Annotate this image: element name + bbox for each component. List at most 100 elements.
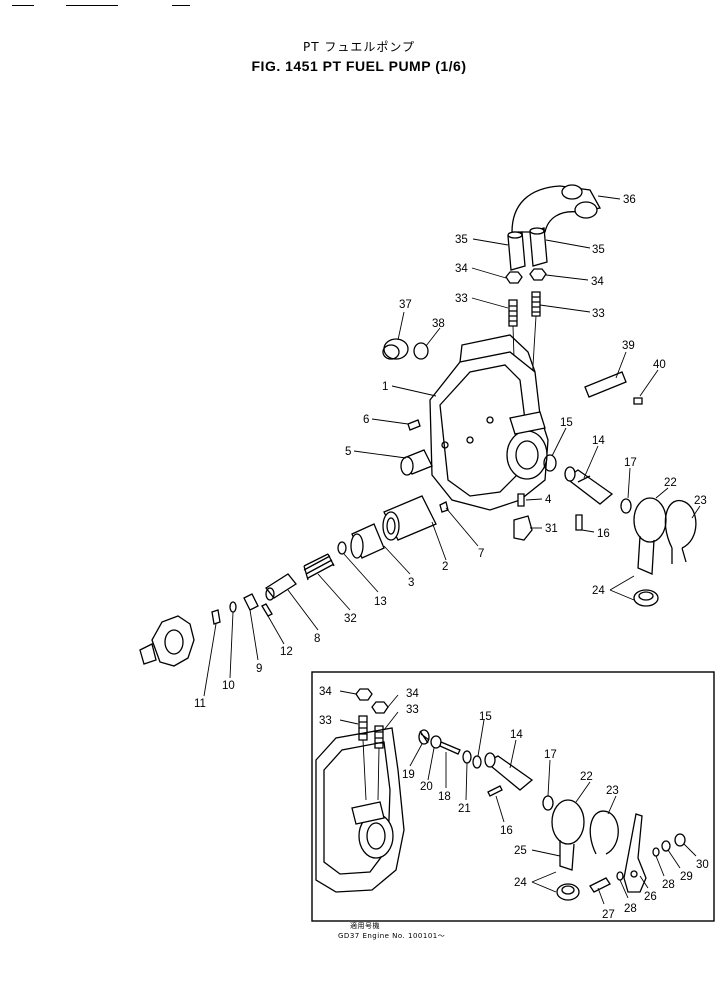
part-4-pin	[517, 493, 525, 507]
callout-3: 3	[408, 577, 414, 589]
part-6-pin	[407, 419, 421, 431]
callout-11: 11	[194, 698, 206, 710]
callout-33-right: 33	[592, 308, 605, 320]
part-37-plug	[382, 338, 409, 360]
inset-callout-33-right: 33	[406, 704, 419, 716]
applicability-note: 適用号機 GD37 Engine No. 100101～	[338, 921, 445, 941]
part-35-sleeves	[507, 227, 548, 271]
part-10-washer	[229, 601, 237, 613]
part-32-spring	[303, 553, 335, 581]
inset-part-15-o-ring	[472, 755, 482, 769]
callout-4: 4	[545, 494, 552, 506]
callout-14: 14	[592, 435, 605, 447]
callout-32: 32	[344, 613, 357, 625]
inset-part-14-shaft	[484, 752, 534, 791]
callout-33-left: 33	[455, 293, 468, 305]
inset-part-26-lever	[623, 813, 647, 893]
callout-10: 10	[222, 680, 235, 692]
inset-callout-29: 29	[680, 871, 693, 883]
inset-callout-23: 23	[606, 785, 619, 797]
part-11-key	[211, 609, 221, 625]
figure-title-japanese: PT フュエルポンプ	[302, 40, 416, 54]
part-3-cylinder	[350, 523, 385, 559]
part-23-snap-ring	[664, 499, 697, 564]
inset-callout-26: 26	[644, 891, 657, 903]
callout-23: 23	[694, 495, 707, 507]
callout-12: 12	[280, 646, 293, 658]
inset-callout-34-right: 34	[406, 688, 419, 700]
header-rule-1	[12, 5, 34, 6]
main-callouts: 36 35 35 34 34 33 33 37 38 39 40 1 6 15 …	[194, 194, 707, 710]
inset-callout-27: 27	[602, 909, 615, 921]
inset-callout-33-left: 33	[319, 715, 332, 727]
part-16-pin	[575, 514, 583, 531]
drive-gear	[139, 615, 195, 667]
part-8-plunger	[265, 573, 297, 601]
part-7-pin	[439, 501, 449, 513]
inset-callout-25: 25	[514, 845, 527, 857]
part-38-o-ring	[413, 342, 429, 360]
part-15-o-ring	[543, 454, 557, 472]
callout-36: 36	[623, 194, 636, 206]
inset-part-30-nut	[674, 833, 686, 847]
callout-15: 15	[560, 417, 573, 429]
callout-1: 1	[382, 381, 388, 393]
inset-callout-19: 19	[402, 769, 415, 781]
inset-leader-lines	[339, 690, 697, 905]
inset-housing	[315, 727, 405, 893]
part-12-pin	[261, 603, 273, 617]
callout-39: 39	[622, 340, 635, 352]
inset-callout-28-left: 28	[624, 903, 637, 915]
part-34-nuts	[505, 268, 547, 284]
inset-callout-34-left: 34	[319, 686, 332, 698]
callout-31: 31	[545, 523, 558, 535]
part-13-washer	[337, 541, 347, 555]
part-9-fitting	[243, 593, 259, 611]
callout-22: 22	[664, 477, 677, 489]
inset-callout-15: 15	[479, 711, 492, 723]
main-leader-lines	[203, 195, 701, 697]
inset-part-27-screw	[589, 877, 611, 893]
applicability-label: 適用号機	[350, 922, 380, 930]
callout-7: 7	[478, 548, 484, 560]
inset-callout-16: 16	[500, 825, 513, 837]
part-2-sleeve	[382, 495, 437, 541]
callout-16: 16	[597, 528, 610, 540]
part-39-plate	[584, 371, 627, 398]
part-24-cup	[633, 589, 659, 607]
callout-37: 37	[399, 299, 412, 311]
inset-callout-21: 21	[458, 803, 471, 815]
callout-17: 17	[624, 457, 637, 469]
inset-callout-28-right: 28	[662, 879, 675, 891]
callout-13: 13	[374, 596, 387, 608]
part-5-bushing	[400, 449, 433, 476]
callout-5: 5	[345, 446, 351, 458]
inset-part-33-fittings	[358, 715, 384, 801]
inset-callout-20: 20	[420, 781, 433, 793]
callout-8: 8	[314, 633, 320, 645]
callout-38: 38	[432, 318, 445, 330]
inset-callouts: 34 34 33 33 15 14 17 22 23 19 20 18 21 1…	[319, 686, 709, 921]
part-31-elbow-fitting	[513, 515, 533, 541]
part-14-shaft	[564, 466, 614, 505]
part-40-screw	[633, 397, 643, 405]
inset-callout-30: 30	[696, 859, 709, 871]
inset-callout-18: 18	[438, 791, 451, 803]
callout-35-left: 35	[455, 234, 468, 246]
callout-9: 9	[256, 663, 262, 675]
inset-callout-22: 22	[580, 771, 593, 783]
callout-35-right: 35	[592, 244, 605, 256]
inset-callout-24: 24	[514, 877, 527, 889]
header-rule-2	[66, 5, 118, 6]
inset-part-29-nut	[661, 840, 671, 852]
applicability-serial: GD37 Engine No. 100101～	[338, 932, 446, 940]
part-17-ring	[620, 498, 632, 514]
callout-2: 2	[442, 561, 448, 573]
figure-title: FIG. 1451 PT FUEL PUMP (1/6)	[251, 58, 467, 74]
inset-callout-14: 14	[510, 729, 523, 741]
callout-34-left: 34	[455, 263, 468, 275]
inset-parts-19-20-18	[418, 729, 461, 755]
callout-6: 6	[363, 414, 369, 426]
inset-part-22-cover	[551, 799, 585, 871]
